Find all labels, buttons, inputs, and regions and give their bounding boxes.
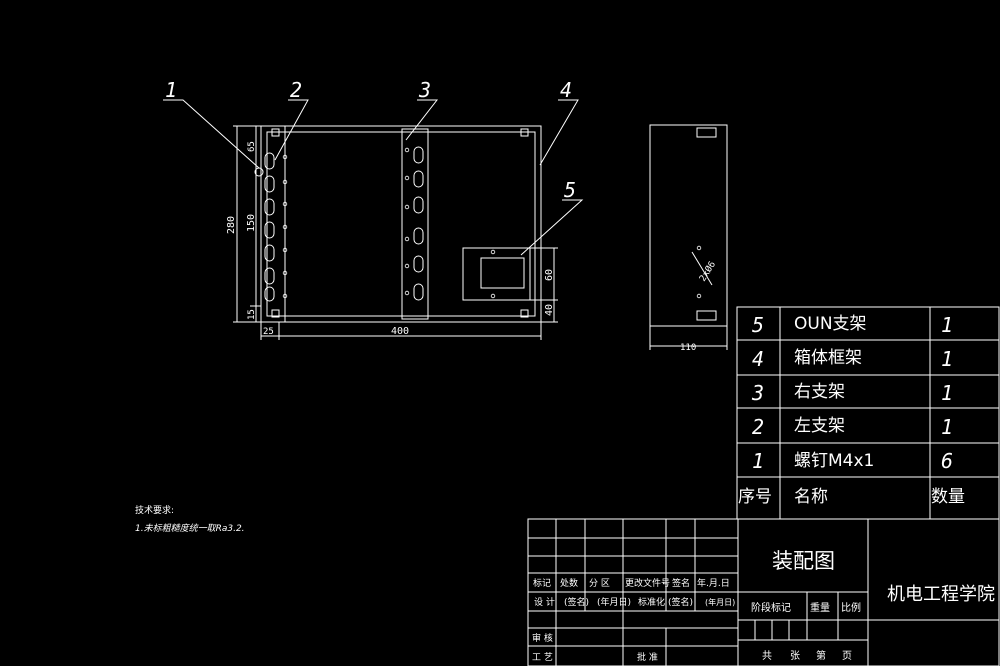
process-label: 工 艺 [532,652,553,663]
bom-table-lines [736,306,1000,520]
dim-65: 65 [247,141,257,152]
bom-name: 箱体框架 [794,348,862,368]
side-view [649,124,728,350]
standardize-label: 标准化 [638,596,665,608]
corner-square [520,128,529,137]
rev-label: 更改文件号 [625,577,670,589]
oun-bracket [462,247,531,301]
frame-inner [266,131,536,317]
approve-label: 批 准 [637,651,658,663]
hole-callout: 2xØ6 [697,259,718,283]
weight-label: 重量 [810,601,830,614]
bom-no: 3 [751,381,764,405]
page-unit-label: 页 [842,650,852,662]
dim-15: 15 [247,309,257,320]
notes-title: 技术要求: [135,504,174,516]
rev-label: 签名 [672,577,690,589]
title-block-lines [527,518,1000,666]
bom-no: 5 [752,313,764,337]
dim-150: 150 [246,214,257,232]
bom-no: 4 [752,347,764,371]
bom-name: 右支架 [794,382,845,402]
institution-name: 机电工程学院 [887,584,995,605]
corner-square [271,128,280,137]
bom-header-qty: 数量 [931,487,965,507]
standardize-sign: (签名) [668,596,693,608]
drawing-name: 装配图 [772,549,835,573]
review-label: 审 核 [532,632,553,644]
bom-qty: 1 [941,347,953,371]
corner-square [271,309,280,318]
design-sign: (签名) [564,596,589,608]
left-bracket [260,125,286,323]
title-block: 标记 处数 分 区 更改文件号 签名 年.月.日 设 计 (签名) (年月日) … [532,549,995,663]
bom-name: 螺钉M4x1 [794,451,874,471]
leader-lines [163,99,584,256]
balloon-5: 5 [564,178,576,202]
frame-outline [260,125,542,323]
total-label: 共 [762,650,772,662]
dim-280: 280 [226,216,237,234]
bom-header-no: 序号 [738,487,772,507]
stage-label: 阶段标记 [751,601,791,614]
bom-header-name: 名称 [794,487,828,507]
bom-table: 5 OUN支架 1 4 箱体框架 1 3 右支架 1 2 左支架 1 1 螺钉M… [738,313,965,507]
right-slots [413,146,424,301]
dim-25: 25 [263,327,274,337]
balloon-2: 2 [290,78,302,102]
front-dimension-lines [233,125,558,340]
bom-name: 左支架 [794,416,845,436]
rev-label: 分 区 [589,578,610,589]
balloon-3: 3 [418,78,431,102]
bom-qty: 6 [941,449,953,473]
bom-name: OUN支架 [794,314,867,334]
rev-label: 标记 [533,577,551,589]
bom-qty: 1 [941,381,953,405]
sheets-label: 张 [790,650,800,662]
oun-window [480,257,525,289]
bom-no: 2 [752,415,764,439]
dim-60: 60 [544,269,555,281]
dim-400: 400 [391,326,409,337]
rev-label: 年.月.日 [697,577,730,589]
front-holes [282,147,702,299]
bom-no: 1 [752,449,764,473]
scale-label: 比例 [841,601,861,614]
front-view [260,125,542,323]
design-label: 设 计 [534,596,555,608]
bom-qty: 1 [941,313,953,337]
dim-40: 40 [544,304,555,316]
corner-square [520,309,529,318]
left-slots [264,152,275,302]
right-bracket [401,128,429,320]
page-label: 第 [816,649,826,662]
rev-label: 处数 [560,577,578,589]
notes-line-1: 1.未标粗糙度统一取Ra3.2. [135,523,245,534]
design-date: (年月日) [597,596,631,608]
balloon-1: 1 [165,78,177,102]
bom-qty: 1 [941,415,953,439]
balloon-4: 4 [560,78,572,102]
dim-110: 110 [680,343,696,353]
standardize-date: (年月日) [705,597,735,607]
